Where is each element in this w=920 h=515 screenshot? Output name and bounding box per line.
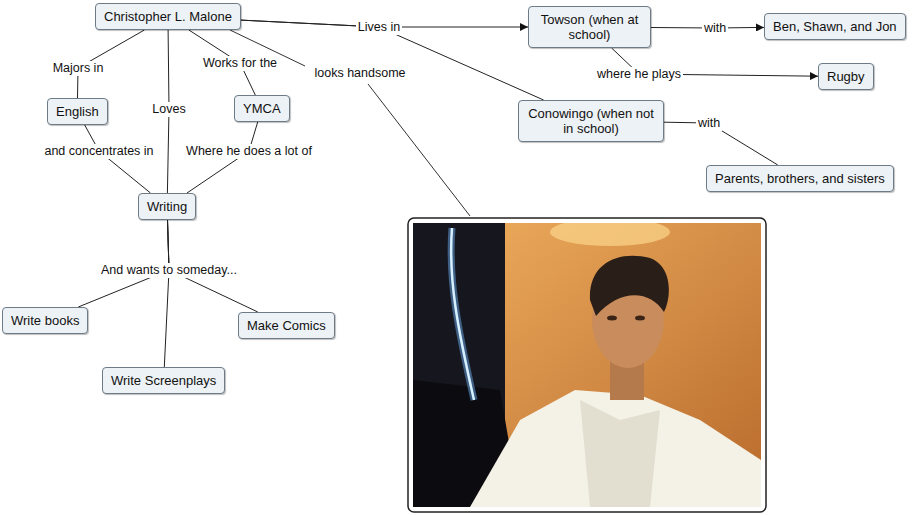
concept-text: Make Comics — [247, 318, 326, 333]
concept-box: Conowingo (when not in school) — [518, 100, 664, 142]
concept-box: YMCA — [234, 95, 290, 122]
concept-box: English — [47, 98, 108, 125]
leader-line — [368, 84, 470, 216]
photo-lamp-glow — [550, 223, 670, 246]
link-label: with — [702, 21, 728, 36]
photo-eye — [607, 316, 617, 321]
photo-tshirt — [580, 400, 660, 507]
concept-text: Write books — [11, 313, 79, 328]
photo-glow — [451, 228, 474, 400]
link-label: Where he does a lot of — [184, 144, 314, 159]
concept-text: Writing — [147, 199, 187, 214]
concept-box: Parents, brothers, and sisters — [706, 165, 894, 192]
connector — [85, 125, 151, 193]
photo-light-streak — [451, 228, 474, 400]
photo-wall — [413, 223, 761, 507]
concept-box: Write Screenplays — [102, 367, 225, 394]
link-label: and concentrates in — [42, 144, 155, 159]
link-label: where he plays — [595, 67, 683, 82]
concept-text: Christopher L. Malone — [104, 9, 232, 24]
concept-text: Write Screenplays — [111, 373, 216, 388]
link-label: with — [696, 116, 722, 131]
photo-frame — [408, 218, 766, 512]
link-label: Loves — [150, 102, 187, 117]
concept-box: Write books — [2, 307, 88, 334]
photo-hair — [590, 256, 669, 316]
concept-text: Conowingo (when not in school) — [528, 106, 654, 136]
link-label: Majors in — [51, 61, 106, 76]
concept-box: Writing — [138, 193, 196, 220]
concept-box: Make Comics — [238, 312, 335, 339]
link-label: looks handsome — [312, 66, 407, 81]
link-label: And wants to someday... — [99, 263, 239, 278]
concept-text: Ben, Shawn, and Jon — [773, 19, 897, 34]
concept-text: Rugby — [827, 69, 865, 84]
concept-box: Christopher L. Malone — [95, 3, 241, 30]
connector — [241, 20, 544, 100]
photo-shirt — [470, 390, 761, 507]
concept-text: YMCA — [243, 101, 281, 116]
concept-box: Rugby — [818, 63, 874, 90]
concept-text: English — [56, 104, 99, 119]
concept-text: Parents, brothers, and sisters — [715, 171, 885, 186]
concept-text: Towson (when at school) — [541, 12, 639, 42]
concept-box: Towson (when at school) — [528, 6, 651, 48]
concept-box: Ben, Shawn, and Jon — [764, 13, 906, 40]
photo-eye — [635, 316, 645, 321]
link-label: Works for the — [201, 56, 279, 71]
link-label: Lives in — [356, 20, 402, 35]
